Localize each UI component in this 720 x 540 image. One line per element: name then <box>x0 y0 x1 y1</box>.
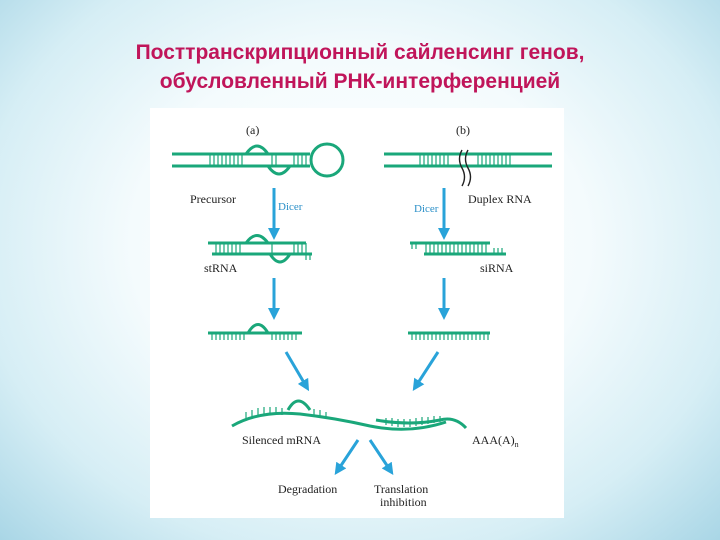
arrow-to-translation-inhibition <box>368 439 394 475</box>
panel-b-label: (b) <box>456 123 470 137</box>
arrow-to-degradation <box>334 439 360 475</box>
duplex-label: Duplex RNA <box>468 192 532 206</box>
panel-a-label: (a) <box>246 123 259 137</box>
strna-label: stRNA <box>204 261 238 275</box>
arrow-a-to-mrna <box>284 351 310 392</box>
polya-label: AAA(A)n <box>472 433 519 449</box>
sirna-base-pairs <box>411 243 503 254</box>
duplex-break-mark <box>458 149 472 187</box>
precursor-hairpin <box>172 142 345 178</box>
duplex-rna <box>384 152 552 168</box>
strna-base-pairs <box>215 243 311 260</box>
title-line-1: Посттранскрипционный сайленсинг генов, <box>135 41 585 64</box>
dicer-a-label: Dicer <box>278 201 303 213</box>
strna-single-strand <box>208 323 302 340</box>
arrow-b-to-mrna <box>412 351 440 392</box>
precursor-base-pairs <box>209 154 307 166</box>
dicer-b-label: Dicer <box>414 203 439 215</box>
title-line-2: обусловленный РНК-интерференцией <box>159 70 561 93</box>
degradation-label: Degradation <box>278 482 337 496</box>
translation-label-line-1: Translation <box>374 482 428 496</box>
translation-label-line-2: inhibition <box>380 495 427 509</box>
rnai-diagram-svg: (a) (b) Precursor Duplex RNA Dice <box>172 123 552 509</box>
sirna-label: siRNA <box>480 261 514 275</box>
slide-title: Посттранскрипционный сайленсинг генов, о… <box>0 38 720 96</box>
sirna-single-strand <box>408 331 490 340</box>
precursor-label: Precursor <box>190 192 236 206</box>
duplex-base-pairs <box>419 154 511 166</box>
rnai-diagram: (a) (b) Precursor Duplex RNA Dice <box>150 108 564 518</box>
silenced-mrna <box>231 399 468 431</box>
mrna-label: Silenced mRNA <box>242 433 321 447</box>
